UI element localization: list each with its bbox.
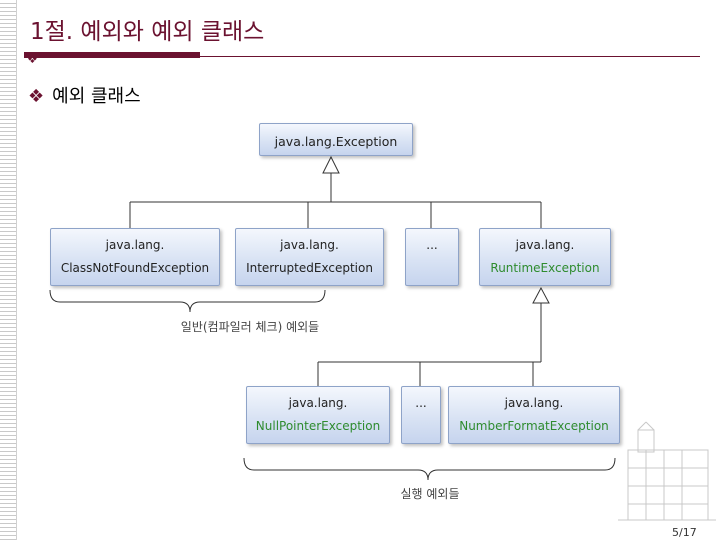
runtime-exception-box: java.lang. RuntimeException [479, 228, 611, 286]
box-class-label: InterruptedException [246, 261, 373, 275]
title-underline-bar [24, 52, 200, 58]
box-ellipsis-label: ... [426, 238, 438, 252]
page-number: 5/17 [672, 526, 697, 539]
runtime-ellipsis-box: ... [401, 386, 441, 444]
diamond-bullet-icon: ❖ [28, 86, 45, 107]
class-not-found-box: java.lang. ClassNotFoundException [50, 228, 220, 286]
box-class-label: ClassNotFoundException [60, 261, 210, 275]
box-package-label: java.lang. [515, 238, 575, 252]
exception-root-box: java.lang.Exception [259, 123, 413, 156]
section-heading-text: 예외 클래스 [52, 86, 141, 107]
section-heading: ❖ 예외 클래스 [28, 82, 141, 108]
box-class-label: NumberFormatException [459, 419, 609, 433]
checked-ellipsis-box: ... [405, 228, 459, 286]
box-package-label: java.lang. [504, 396, 564, 410]
runtime-exceptions-label: 실행 예외들 [400, 487, 460, 501]
box-package-label: java.lang. [105, 238, 165, 252]
left-stripe-decoration [0, 0, 17, 540]
diamond-bullet-icon: ❖ [27, 52, 38, 66]
box-ellipsis-label: ... [415, 396, 427, 410]
title-underline [200, 56, 700, 57]
box-class-label: RuntimeException [490, 261, 600, 275]
checked-exceptions-label: 일반(컴파일러 체크) 예외들 [180, 320, 320, 334]
building-watermark-icon [618, 421, 716, 521]
box-package-label: java.lang. [280, 238, 339, 252]
slide-title: 1절. 예외와 예외 클래스 [30, 19, 265, 45]
exception-root-label: java.lang.Exception [274, 134, 398, 149]
number-format-box: java.lang. NumberFormatException [448, 386, 620, 444]
box-package-label: java.lang. [288, 396, 348, 410]
interrupted-box: java.lang. InterruptedException [235, 228, 384, 286]
box-class-label: NullPointerException [255, 419, 381, 433]
null-pointer-box: java.lang. NullPointerException [246, 386, 390, 444]
